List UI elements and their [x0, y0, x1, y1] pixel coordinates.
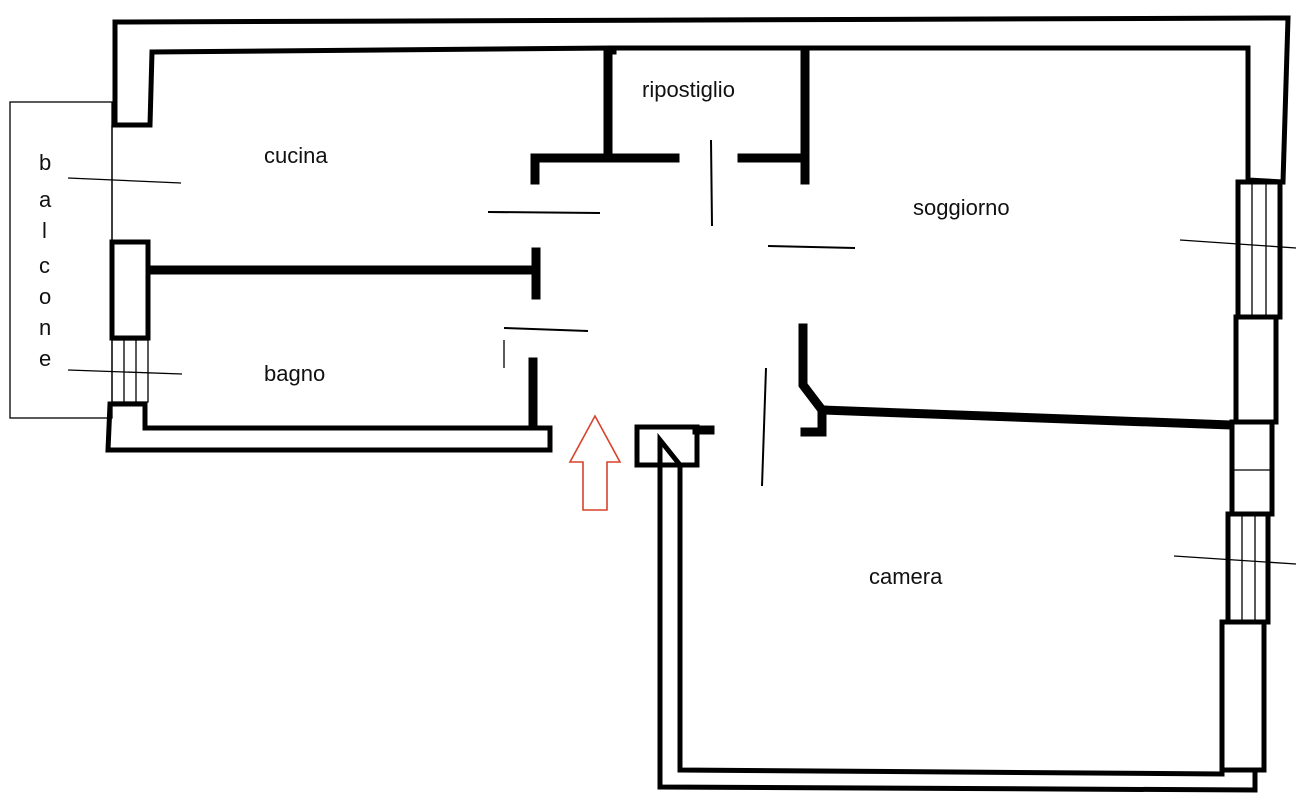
- leader-line: [67, 369, 183, 375]
- room-label-bagno: bagno: [264, 361, 325, 386]
- door-leaf: [503, 327, 589, 332]
- window-right-1: [1235, 179, 1283, 320]
- room-label-soggiorno: soggiorno: [913, 195, 1010, 220]
- room-label-camera: camera: [869, 564, 943, 589]
- room-label-ripostiglio: ripostiglio: [642, 77, 735, 102]
- balcone-letter: n: [39, 315, 51, 340]
- wall-end: [800, 405, 827, 437]
- balcone-letter: c: [39, 253, 50, 278]
- balcone-label: b a l c o n e: [39, 150, 52, 371]
- door-leaf: [767, 245, 856, 249]
- exterior-wall-right: [1219, 619, 1267, 773]
- living-bedroom-wall: [798, 323, 1235, 430]
- leader-line: [67, 177, 182, 184]
- exterior-wall-right: [1229, 419, 1275, 517]
- door-leaf: [487, 211, 601, 214]
- door-leaf: [710, 139, 713, 227]
- exterior-wall-right: [1233, 314, 1279, 425]
- balcone-letter: e: [39, 346, 51, 371]
- balcone-letter: b: [39, 150, 51, 175]
- bedroom-exterior-wall: [657, 432, 1258, 793]
- balcone-letter: a: [39, 187, 52, 212]
- balcone-letter: o: [39, 284, 51, 309]
- exterior-wall-left: [109, 239, 151, 341]
- entrance-arrow-icon: [568, 414, 622, 511]
- door-leaf: [761, 367, 767, 487]
- window-left: [111, 339, 149, 403]
- balcone-letter: l: [42, 218, 47, 243]
- leader-line: [1173, 555, 1297, 565]
- room-label-cucina: cucina: [264, 143, 328, 168]
- wall-pillar: [634, 424, 700, 468]
- window-right-2: [1225, 511, 1271, 625]
- storage-wall-bottom-left: [530, 153, 680, 185]
- leader-line: [1179, 239, 1297, 249]
- exterior-wall-bottom-left: [105, 401, 553, 453]
- exterior-wall-top: [112, 15, 1291, 185]
